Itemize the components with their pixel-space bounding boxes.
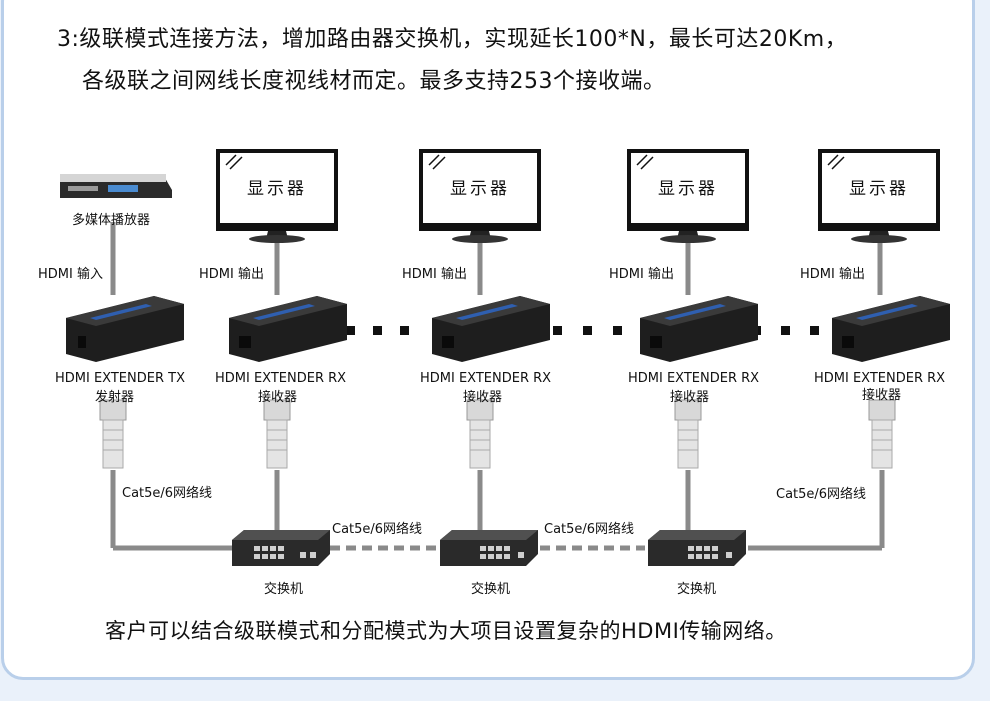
switch-label-3: 交换机 — [677, 582, 717, 597]
rx-sub-label-1: 接收器 — [258, 390, 298, 405]
monitor-label-3: 显示器 — [658, 179, 718, 199]
rx-name-label-4: HDMI EXTENDER RX — [814, 371, 946, 386]
switch-icons — [232, 530, 746, 566]
cable-label-right: Cat5e/6网络线 — [776, 487, 867, 502]
heading-line-2: 各级联之间网线长度视线材而定。最多支持253个接收端。 — [82, 69, 666, 94]
tx-name-label: HDMI EXTENDER TX — [55, 371, 185, 386]
cable-lines — [110, 222, 885, 551]
footer-note: 客户可以结合级联模式和分配模式为大项目设置复杂的HDMI传输网络。 — [105, 619, 787, 643]
rx-sub-label-2: 接收器 — [463, 390, 503, 405]
hdmi-output-label-2: HDMI 输出 — [402, 267, 467, 282]
hdmi-output-label-4: HDMI 输出 — [800, 267, 865, 282]
monitor-icons — [216, 149, 940, 243]
media-player-label: 多媒体播放器 — [72, 213, 151, 228]
switch-label-2: 交换机 — [471, 582, 511, 597]
rx-name-label-1: HDMI EXTENDER RX — [215, 371, 347, 386]
monitor-label-4: 显示器 — [849, 179, 909, 199]
hdmi-output-label-1: HDMI 输出 — [199, 267, 264, 282]
extender-icons — [66, 296, 950, 362]
rx-name-label-3: HDMI EXTENDER RX — [628, 371, 760, 386]
hdmi-input-label: HDMI 输入 — [38, 267, 103, 282]
rx-sub-label-4: 接收器 — [862, 388, 902, 403]
tx-sub-label: 发射器 — [95, 390, 135, 405]
monitor-label-1: 显示器 — [247, 179, 307, 199]
rj45-connector-icons — [99, 399, 896, 469]
media-player-icon — [60, 174, 172, 198]
monitor-label-2: 显示器 — [450, 179, 510, 199]
switch-label-1: 交换机 — [264, 582, 304, 597]
rx-name-label-2: HDMI EXTENDER RX — [420, 371, 552, 386]
heading-line-1: 3:级联模式连接方法，增加路由器交换机，实现延长100*N，最长可达20Km， — [57, 27, 848, 52]
cable-label-left: Cat5e/6网络线 — [122, 486, 213, 501]
cable-label-mid-2: Cat5e/6网络线 — [544, 522, 635, 537]
rx-sub-label-3: 接收器 — [670, 390, 710, 405]
hdmi-output-label-3: HDMI 输出 — [609, 267, 674, 282]
cable-label-mid-1: Cat5e/6网络线 — [332, 522, 423, 537]
